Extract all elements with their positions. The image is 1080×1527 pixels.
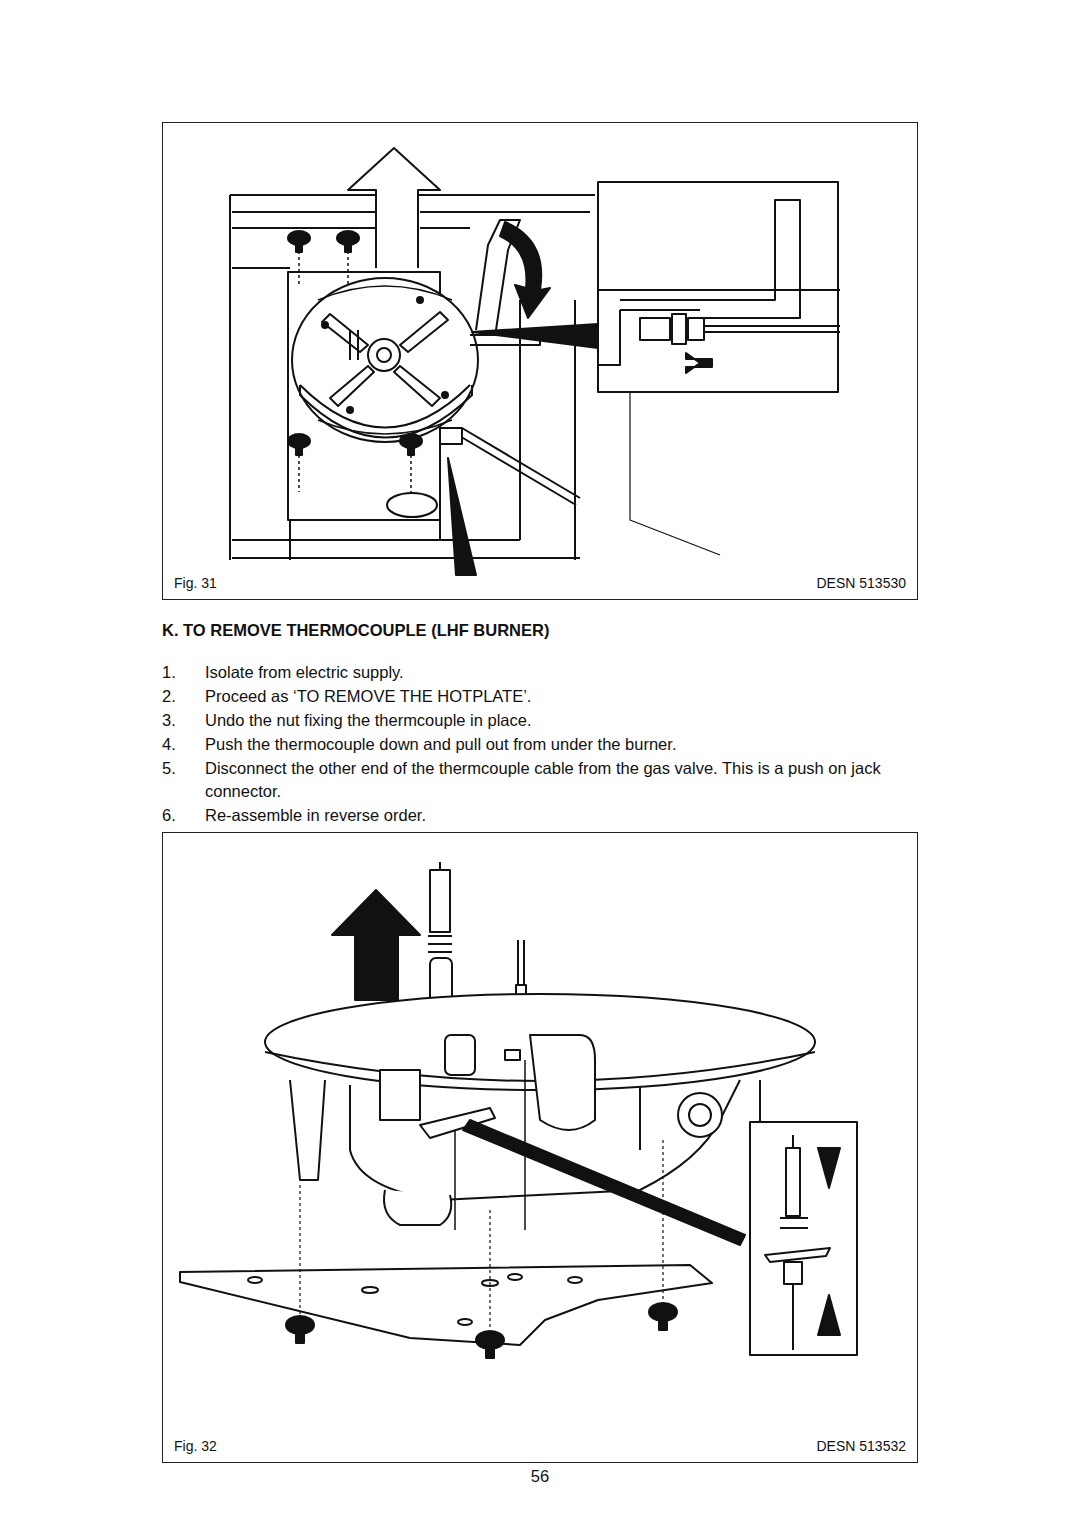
page-number: 56 (531, 1465, 549, 1488)
step-text: Push the thermocouple down and pull out … (205, 733, 905, 756)
step-number: 5. (162, 757, 176, 780)
step-number: 6. (162, 804, 176, 827)
figure-frame: Fig. 32 DESN 513532 (162, 832, 918, 1463)
caption-row: Fig. 31 DESN 513530 (172, 575, 908, 591)
step-text: Undo the nut fixing the thermcouple in p… (205, 709, 905, 732)
caption-row: Fig. 32 DESN 513532 (172, 1438, 908, 1454)
step-text: Proceed as ‘TO REMOVE THE HOTPLATE’. (205, 685, 905, 708)
step-number: 3. (162, 709, 176, 732)
step-number: 2. (162, 685, 176, 708)
section-heading: K. TO REMOVE THERMOCOUPLE (LHF BURNER) (162, 621, 549, 640)
step-text: Isolate from electric supply. (205, 661, 905, 684)
drawing-number: DESN 513532 (814, 1438, 908, 1454)
step-text: Disconnect the other end of the thermcou… (205, 757, 911, 803)
drawing-number: DESN 513530 (814, 575, 908, 591)
step-number: 1. (162, 661, 176, 684)
figure-number: Fig. 32 (172, 1438, 219, 1454)
figure-number: Fig. 31 (172, 575, 219, 591)
step-number: 4. (162, 733, 176, 756)
step-text: Re-assemble in reverse order. (205, 804, 905, 827)
figure-frame: Fig. 31 DESN 513530 (162, 122, 918, 600)
